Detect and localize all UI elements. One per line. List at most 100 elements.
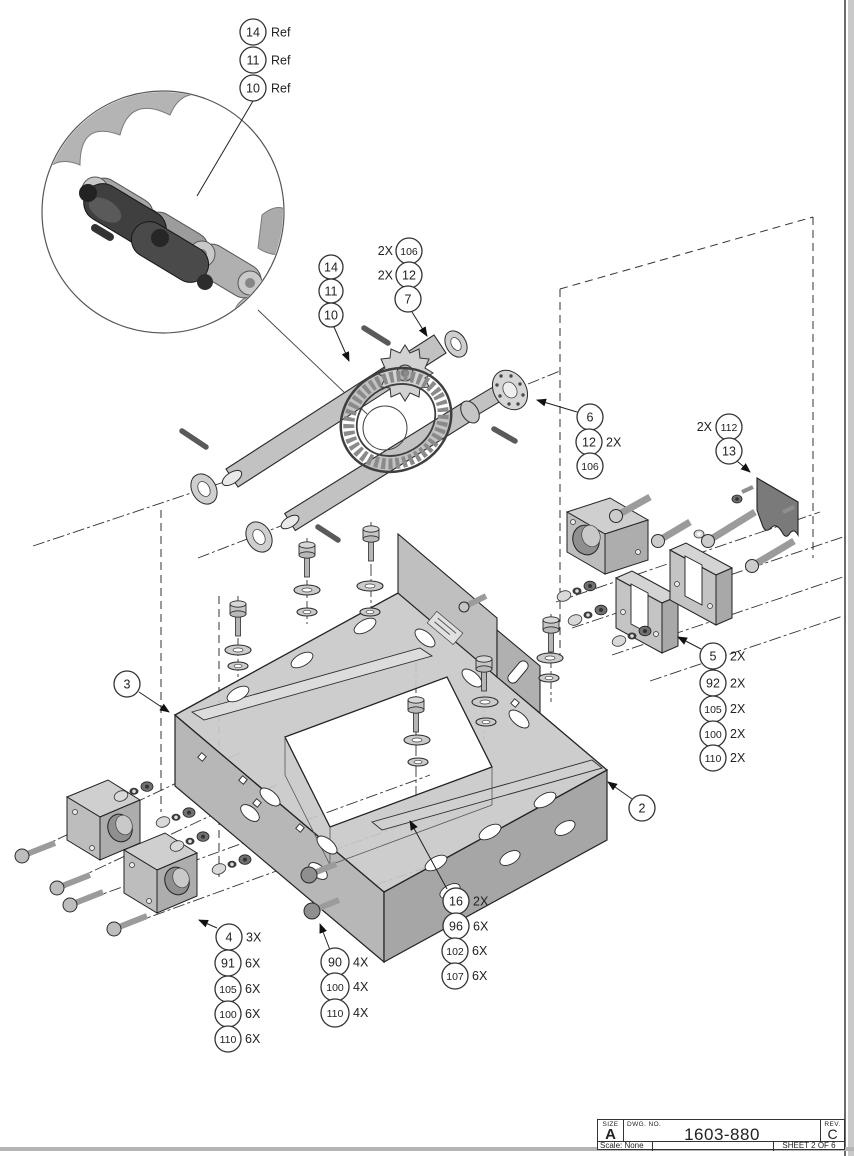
roll-pins (179, 325, 518, 543)
balloon-11-ref: 11 Ref (239, 46, 291, 74)
balloon-number: 13 (722, 445, 736, 459)
small-angled-bolt (458, 593, 488, 613)
balloon-number: 110 (705, 753, 722, 765)
balloon-number: 102 (446, 946, 464, 958)
balloon-4-3x: 4 3X (215, 923, 262, 951)
balloon-number: 12 (402, 269, 416, 283)
balloon-100-6x: 100 6X (214, 1000, 261, 1028)
balloon-100-2x: 100 2X (699, 720, 746, 748)
balloon-12-2x: 12 2X (378, 261, 423, 289)
balloon-13: 13 (715, 437, 743, 465)
slotted-block (668, 542, 734, 626)
frame-bolts (224, 525, 564, 767)
balloon-105-2x: 105 2X (699, 695, 746, 723)
balloon-14-ref: 14 Ref (239, 18, 291, 46)
balloon-number: 5 (710, 650, 717, 664)
bearing-block (565, 497, 650, 575)
balloon-number: 105 (219, 984, 237, 996)
balloon-96-6x: 96 6X (442, 912, 489, 940)
frame-rail-se (371, 759, 603, 831)
hex-bolt (475, 655, 493, 692)
balloon-5-2x: 5 2X (699, 642, 746, 670)
lower-shaft-end (280, 514, 300, 530)
dwg-no-label: DWG. NO. (627, 1121, 662, 1128)
hex-bolt (362, 525, 380, 562)
balloon-2: 2 (628, 794, 656, 822)
washer-nut-cluster (611, 625, 652, 647)
rev-value: C (827, 1126, 838, 1142)
balloon-qty: 2X (730, 702, 746, 716)
balloon-qty: 6X (245, 957, 261, 971)
title-block: SIZE A DWG. NO. 1603-880 REV. C Scale: N… (597, 1119, 845, 1151)
shoulder-bolts (609, 493, 796, 573)
balloon-qty: 6X (245, 982, 261, 996)
balloon-qty: 6X (473, 920, 489, 934)
balloon-number: 100 (326, 982, 344, 994)
balloon-qty: 2X (378, 244, 394, 258)
balloon-qty: 6X (472, 944, 488, 958)
shaft-collar (460, 400, 480, 424)
wall-slot (507, 660, 529, 684)
washer-nut-cluster (211, 854, 252, 875)
balloon-number: 96 (449, 920, 463, 934)
balloon-qty: 2X (473, 895, 489, 909)
balloon-3: 3 (113, 670, 141, 698)
washer-nut-cluster (113, 781, 154, 802)
left-bearing-assembly (14, 779, 252, 937)
balloon-number: 110 (327, 1008, 344, 1020)
hex-bolt (542, 616, 560, 653)
balloon-number: 14 (324, 261, 338, 275)
page-edge-bottom (0, 1147, 854, 1151)
page-edge-right (848, 0, 854, 1156)
balloon-92-2x: 92 2X (699, 669, 746, 697)
hex-bolt (229, 600, 247, 637)
washer-nut-cluster (567, 604, 608, 626)
balloon-qty: 6X (245, 1007, 261, 1021)
frame-top-holes (226, 617, 557, 872)
balloon-qty: 2X (730, 677, 746, 691)
balloon-number: 11 (325, 285, 338, 299)
balloon-110-2x: 110 2X (699, 744, 746, 772)
hex-bolt (298, 541, 316, 578)
washer-nut-cluster (556, 580, 597, 602)
balloon-106: 106 (576, 452, 604, 480)
washer-nut-cluster (155, 807, 196, 828)
frame-back-wall (397, 532, 498, 679)
balloon-14: 14 (318, 254, 344, 280)
balloon-107-6x: 107 6X (441, 962, 488, 990)
balloon-102-6x: 102 6X (441, 937, 488, 965)
balloon-number: 105 (704, 704, 722, 716)
sheet-text: SHEET 2 OF 6 (782, 1141, 836, 1150)
balloon-note: Ref (271, 54, 291, 68)
balloon-12-2x-b: 12 2X (575, 428, 622, 456)
balloon-qty: 4X (353, 956, 369, 970)
balloon-number: 112 (721, 422, 738, 434)
scale-text: Scale: None (598, 1142, 653, 1151)
balloon-number: 10 (246, 82, 260, 96)
detail-source-circle (362, 405, 408, 451)
balloon-number: 100 (704, 729, 722, 741)
balloon-number: 92 (706, 677, 720, 691)
balloon-106-2x: 106 2X (378, 237, 423, 265)
balloon-qty: 3X (246, 931, 262, 945)
detail-view-chain (41, 90, 368, 415)
leader-lines (138, 100, 751, 951)
upper-shaft-end (221, 469, 243, 487)
sprocket-teeth-silhouette (43, 92, 283, 201)
frame-weldment (173, 532, 609, 964)
sprocket-tooth-right (257, 207, 283, 255)
thrust-washers (190, 330, 468, 553)
chain-master-link-dark (79, 183, 213, 290)
balloon-90-4x: 90 4X (320, 947, 369, 977)
balloon-105-6x: 105 6X (214, 975, 261, 1003)
washer-nut-cluster (169, 831, 210, 852)
balloon-number: 110 (220, 1034, 237, 1046)
balloon-number: 100 (219, 1009, 237, 1021)
balloon-number: 91 (221, 957, 235, 971)
balloon-number: 14 (246, 26, 260, 40)
balloon-number: 4 (226, 931, 233, 945)
balloon-number: 106 (581, 461, 599, 473)
balloon-qty: 2X (606, 436, 622, 450)
balloon-110-4x: 110 4X (320, 998, 369, 1028)
balloon-100-4x: 100 4X (320, 972, 369, 1002)
